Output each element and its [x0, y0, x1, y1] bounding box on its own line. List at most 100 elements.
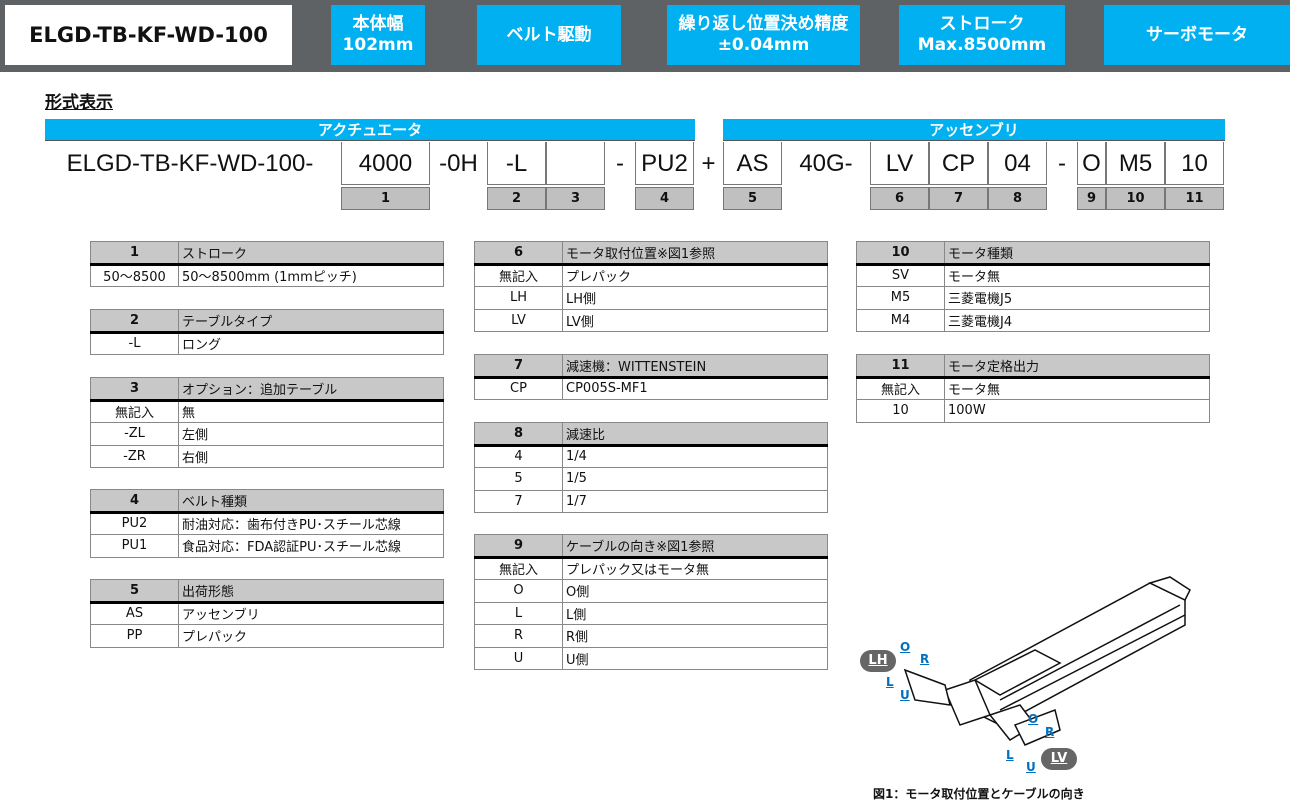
code-cable: O — [1077, 142, 1106, 185]
option-code: U — [474, 646, 563, 670]
option-title: ケーブルの向き※図1参照 — [562, 534, 828, 559]
option-desc: 三菱電機J5 — [944, 286, 1210, 310]
assembly-band: アッセンブリ — [723, 119, 1225, 141]
actuator-diagram — [903, 576, 1191, 746]
product-title: ELGD-TB-KF-WD-100 — [5, 5, 292, 65]
option-title: モータ定格出力 — [944, 354, 1210, 379]
code-number: 3 — [546, 187, 605, 210]
option-title: モータ取付位置※図1参照 — [562, 241, 828, 266]
option-code: O — [474, 579, 563, 603]
option-number: 8 — [474, 422, 563, 447]
option-desc: モータ無 — [944, 263, 1210, 287]
section-title: 形式表示 — [45, 93, 113, 113]
option-code: SV — [856, 263, 945, 287]
option-code: PU1 — [90, 534, 179, 558]
option-desc: プレパック又はモータ無 — [562, 556, 828, 580]
option-desc: 食品対応：FDA認証PU･スチール芯線 — [178, 534, 444, 558]
option-code: 4 — [474, 444, 563, 468]
option-code: PP — [90, 624, 179, 648]
code-output: 10 — [1165, 142, 1224, 185]
option-desc: 右側 — [178, 444, 444, 468]
code-stroke: 4000 — [341, 142, 430, 185]
option-number: 6 — [474, 241, 563, 266]
feature-label: 繰り返し位置決め精度 — [678, 14, 849, 34]
option-title: テーブルタイプ — [178, 309, 444, 334]
option-title: モータ種類 — [944, 241, 1210, 266]
option-title: ストローク — [178, 241, 444, 266]
code-ship: AS — [723, 142, 782, 185]
cable-dir-l: L — [1006, 748, 1014, 762]
feature-value: Max.8500mm — [917, 35, 1047, 55]
option-desc: アッセンブリ — [178, 601, 444, 625]
code-option — [546, 142, 605, 185]
option-desc: 50～8500mm (1mmピッチ) — [178, 263, 444, 287]
cable-dir-u: U — [1026, 760, 1036, 774]
option-desc: U側 — [562, 646, 828, 670]
lv-position-label: LV — [1041, 748, 1077, 770]
option-code: R — [474, 624, 563, 648]
cable-dir-r: R — [920, 652, 930, 666]
feature-label: ベルト駆動 — [506, 24, 592, 45]
option-desc: L側 — [562, 601, 828, 625]
option-code: -ZR — [90, 444, 179, 468]
option-code: M5 — [856, 286, 945, 310]
option-desc: 左側 — [178, 422, 444, 446]
code-reducer: CP — [929, 142, 988, 185]
option-code: -ZL — [90, 422, 179, 446]
code-number: 8 — [988, 187, 1047, 210]
cable-dir-o: O — [1028, 712, 1039, 726]
code-number: 2 — [487, 187, 546, 210]
option-code: 無記入 — [474, 263, 563, 287]
feature-label: サーボモータ — [1146, 24, 1248, 45]
option-desc: ロング — [178, 331, 444, 355]
feature-label: ストローク — [939, 14, 1025, 34]
option-desc: 1/4 — [562, 444, 828, 468]
table-row: 無記入モータ無 — [856, 376, 1210, 400]
code-table: -L — [487, 142, 546, 185]
option-desc: LV側 — [562, 308, 828, 332]
cable-dir-o: O — [900, 640, 911, 654]
feature-accuracy: 繰り返し位置決め精度±0.04mm — [667, 5, 860, 65]
option-desc: O側 — [562, 579, 828, 603]
option-code: AS — [90, 601, 179, 625]
option-number: 1 — [90, 241, 179, 266]
option-desc: LH側 — [562, 286, 828, 310]
option-code: 無記入 — [474, 556, 563, 580]
option-title: 減速比 — [562, 422, 828, 447]
code-ratio: 04 — [988, 142, 1047, 185]
table-row: 無記入プレパック — [474, 263, 828, 287]
code-dash: - — [616, 150, 624, 177]
option-desc: モータ無 — [944, 376, 1210, 400]
feature-value: 102mm — [342, 35, 414, 55]
cable-dir-u: U — [900, 688, 910, 702]
option-title: 出荷形態 — [178, 579, 444, 604]
